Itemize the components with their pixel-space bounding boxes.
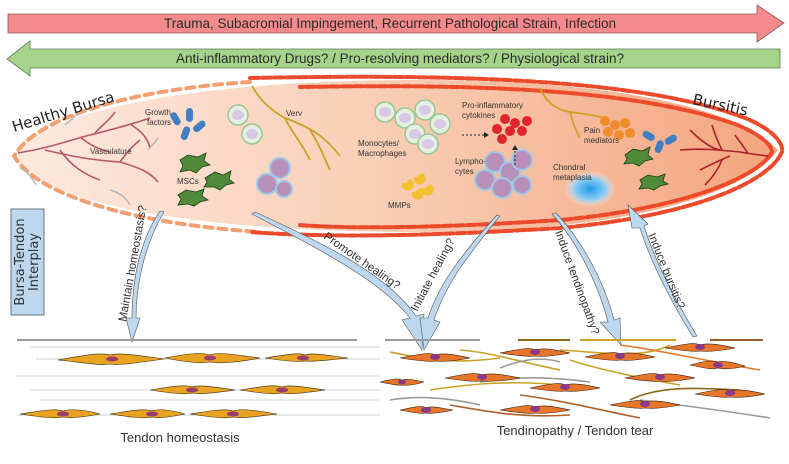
lymphocytes-label: Lympho- — [455, 157, 486, 166]
diseased-tendon: Tendinopathy / Tendon tear — [379, 339, 771, 438]
macrophage-nuclei — [232, 105, 446, 149]
vasculature-icon — [17, 111, 159, 183]
induce-bursitis-arrow: Induce bursitis? — [627, 204, 698, 338]
growth-factors-label: Growth — [145, 108, 171, 117]
resolution-arrow: Anti-inflammatory Drugs? / Pro-resolving… — [6, 40, 781, 77]
mscs-label: MSCs — [177, 177, 199, 186]
tendon-homeostasis-label: Tendon homeostasis — [120, 430, 240, 445]
damage-arrow: Trauma, Subacromial Impingement, Recurre… — [7, 4, 785, 43]
inflamed-membrane-inner — [298, 84, 775, 230]
healthy-membrane — [11, 80, 262, 234]
monocytes-label: Monocytes/ — [358, 139, 400, 148]
pain-mediators-icon — [600, 116, 635, 140]
growth-factors-icon — [170, 108, 677, 153]
nerve-icon — [251, 85, 606, 171]
chondral-label-2: metaplasia — [553, 173, 592, 182]
pain-label: Pain — [584, 126, 600, 135]
chondral-metaplasia-icon — [564, 171, 616, 207]
tenocytes-diseased — [379, 343, 766, 414]
lymphocytes-icon — [256, 149, 533, 199]
vasculature-capillaries — [19, 111, 159, 206]
inflamed-membrane-outer — [248, 74, 785, 238]
macrophages-icon — [227, 99, 451, 155]
tenocytes-healthy — [19, 353, 349, 419]
macrophages-label: Macrophages — [358, 149, 406, 158]
msc-cells-icon — [177, 146, 670, 207]
cytokine-release-arrows — [462, 134, 516, 165]
cytokines-label-2: cytokines — [462, 111, 495, 120]
maintain-homeostasis-arrow: Maintain homeostasis? — [117, 205, 165, 344]
bursa-tendon-interplay-box: Bursa-Tendon Interplay — [10, 208, 45, 316]
pain-label-2: mediators — [584, 136, 619, 145]
nerve-label: Verv — [286, 109, 302, 118]
induce-tendinopathy-arrow: Induce tendinopathy? — [551, 212, 622, 346]
mmps-icon — [401, 173, 434, 200]
resolution-arrow-shape — [6, 40, 781, 77]
promote-healing-label: Promote healing? — [321, 231, 402, 293]
interplay-line-1: Bursa-Tendon — [13, 218, 28, 305]
lymphocytes-label-2: cytes — [455, 167, 474, 176]
bursa: Growth factors Vasculature MSCs Verv Mon… — [10, 74, 785, 238]
inflamed-vasculature-icon — [679, 124, 769, 186]
interplay-line-2: Interplay — [27, 233, 42, 291]
chondral-label: Chondral — [553, 163, 586, 172]
mmps-label: MMPs — [388, 201, 411, 210]
tendinopathy-label: Tendinopathy / Tendon tear — [497, 423, 654, 438]
cytokines-label: Pro-inflammatory — [462, 101, 523, 110]
vasculature-label: Vasculature — [90, 147, 132, 156]
cytokines-icon — [492, 114, 532, 144]
healthy-tendon: Tendon homeostasis — [17, 339, 380, 445]
damage-arrow-shape — [7, 4, 785, 43]
induce-bursitis-label: Induce bursitis? — [645, 232, 686, 311]
growth-factors-label-2: factors — [147, 118, 171, 127]
tenocyte-nuclei-diseased — [398, 344, 735, 413]
tenocyte-nuclei-healthy — [57, 355, 309, 417]
damage-arrow-label: Trauma, Subacromial Impingement, Recurre… — [164, 16, 616, 31]
resolution-arrow-label: Anti-inflammatory Drugs? / Pro-resolving… — [176, 51, 624, 66]
